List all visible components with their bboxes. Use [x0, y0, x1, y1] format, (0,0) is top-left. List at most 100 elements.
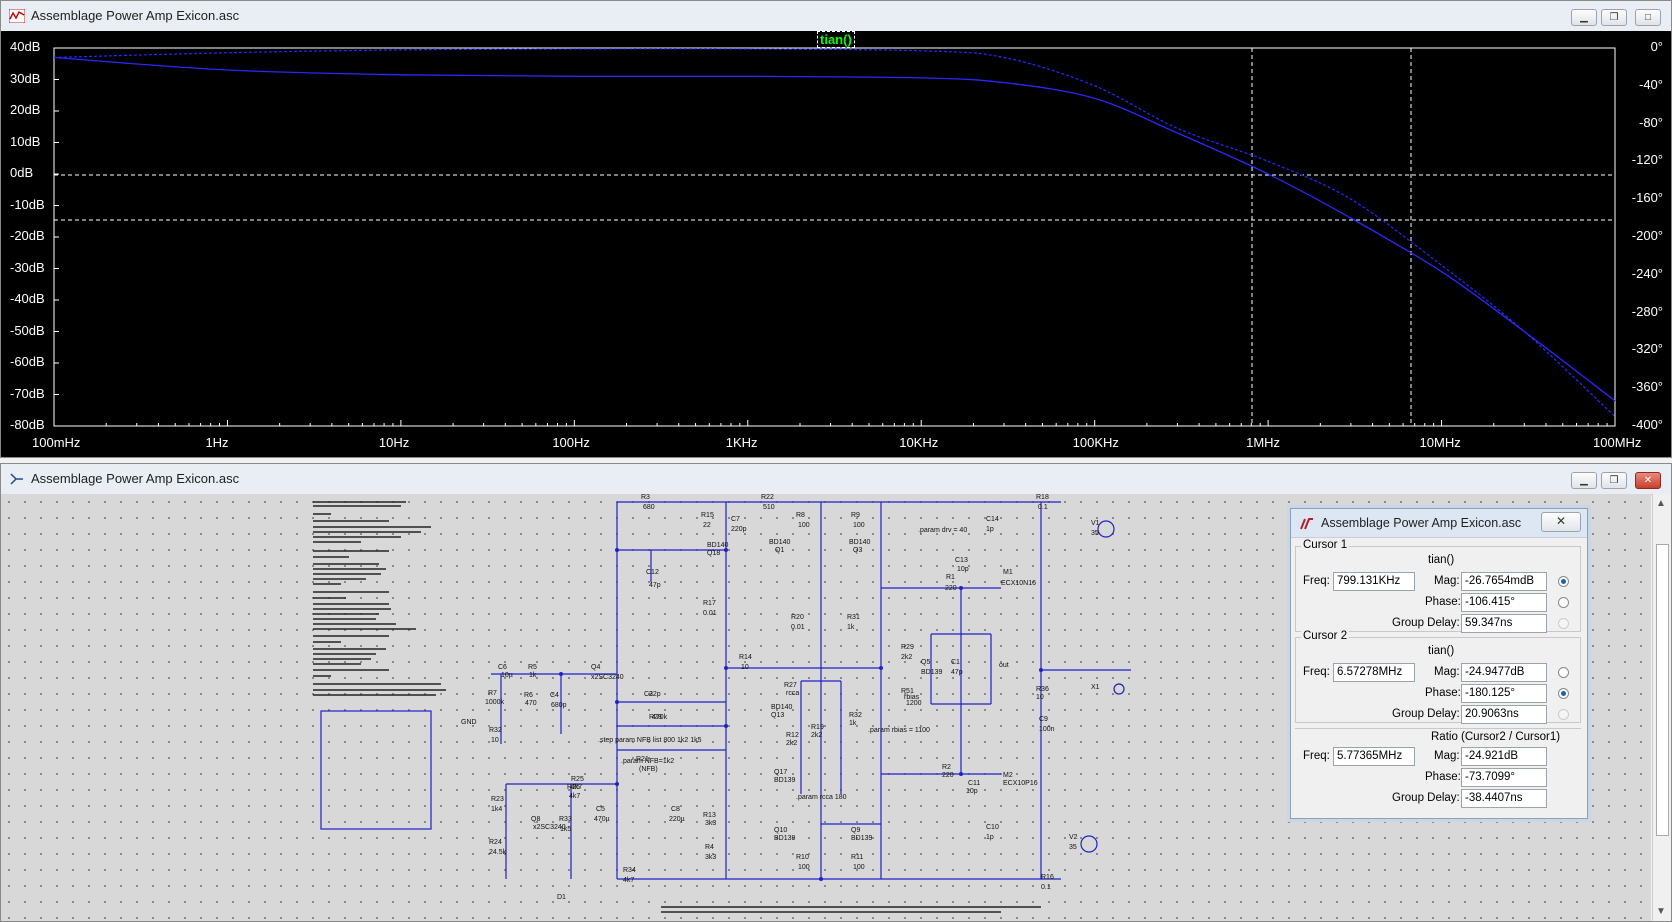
- component-label[interactable]: R29: [901, 644, 914, 651]
- component-label[interactable]: 3k3: [705, 820, 717, 827]
- close-button[interactable]: ✕: [1635, 472, 1661, 489]
- component-label[interactable]: R26: [567, 784, 580, 791]
- cursor1-gd-field[interactable]: 59.347ns: [1461, 614, 1547, 633]
- component-label[interactable]: R11: [851, 854, 864, 861]
- component-label[interactable]: ECX10N16: [1001, 580, 1037, 587]
- component-label[interactable]: 2k2: [786, 740, 798, 747]
- component-label[interactable]: BD140: [769, 539, 791, 546]
- component-label[interactable]: 4k7: [571, 784, 583, 791]
- restore-button[interactable]: ❐: [1601, 472, 1627, 489]
- component-label[interactable]: R6: [524, 692, 533, 699]
- cursor2-gd-radio[interactable]: [1558, 709, 1569, 720]
- component-label[interactable]: .param drv = 40: [918, 527, 968, 534]
- cursor1-mag-radio[interactable]: [1558, 576, 1569, 587]
- component-label[interactable]: Q9: [851, 827, 861, 834]
- scroll-up-icon[interactable]: ▲: [1656, 498, 1666, 509]
- component-label[interactable]: R9: [851, 512, 860, 519]
- component-label[interactable]: C9: [1039, 716, 1048, 723]
- schematic-scrollbar[interactable]: ▲ ▼: [1652, 494, 1671, 921]
- component-label[interactable]: R25: [571, 776, 584, 783]
- component-label[interactable]: 3k3: [705, 854, 717, 861]
- component-label[interactable]: R19: [811, 724, 824, 731]
- component-label[interactable]: 0.1: [1038, 504, 1048, 511]
- component-label[interactable]: C8: [671, 806, 680, 813]
- component-label[interactable]: BD140: [771, 704, 793, 711]
- component-label[interactable]: Q4: [591, 664, 601, 671]
- component-label[interactable]: V2: [1069, 834, 1078, 841]
- component-label[interactable]: BD140: [849, 539, 871, 546]
- component-label[interactable]: BD139: [921, 669, 943, 676]
- component-label[interactable]: R14: [739, 654, 752, 661]
- component-label[interactable]: BD139: [851, 835, 873, 842]
- scroll-thumb[interactable]: [1656, 544, 1669, 836]
- component-label[interactable]: Q8: [531, 816, 541, 823]
- maximize-button[interactable]: □: [1635, 9, 1661, 26]
- component-label[interactable]: x2SC3240: [533, 824, 566, 831]
- component-label[interactable]: R4: [705, 844, 714, 851]
- cursor2-phase-field[interactable]: -180.125°: [1461, 684, 1547, 703]
- cursor1-phase-field[interactable]: -106.415°: [1461, 593, 1547, 612]
- component-label[interactable]: 1p: [986, 526, 994, 533]
- component-label[interactable]: 0.01: [791, 624, 805, 631]
- component-label[interactable]: R17: [703, 600, 716, 607]
- component-label[interactable]: R20: [791, 614, 804, 621]
- component-label[interactable]: 1k: [847, 624, 855, 631]
- component-label[interactable]: R32: [489, 727, 502, 734]
- waveform-titlebar[interactable]: Assemblage Power Amp Exicon.asc ▁ ❐ □: [1, 1, 1671, 32]
- component-label[interactable]: R36: [1036, 686, 1049, 693]
- component-label[interactable]: (NFB): [639, 766, 658, 773]
- component-label[interactable]: R51: [901, 688, 914, 695]
- component-label[interactable]: .param rcca 180: [796, 794, 847, 801]
- component-label[interactable]: 35: [1069, 844, 1077, 851]
- component-label[interactable]: 10p: [957, 566, 969, 573]
- schematic-titlebar[interactable]: Assemblage Power Amp Exicon.asc ▁ ❐ ✕: [1, 464, 1671, 495]
- component-label[interactable]: 0.1: [1041, 884, 1051, 891]
- component-label[interactable]: 100: [853, 522, 865, 529]
- component-label[interactable]: 10: [1036, 694, 1044, 701]
- component-label[interactable]: R27: [784, 682, 797, 689]
- component-label[interactable]: 0.01: [703, 610, 717, 617]
- component-label[interactable]: C3: [644, 691, 653, 698]
- component-label[interactable]: 470µ: [594, 816, 610, 823]
- component-label[interactable]: 1200: [906, 700, 922, 707]
- component-label[interactable]: R8: [796, 512, 805, 519]
- component-label[interactable]: .step param NFB list 800 1k2 1k5: [598, 737, 702, 744]
- component-label[interactable]: C10: [986, 824, 999, 831]
- component-label[interactable]: Q18: [707, 550, 721, 557]
- component-label[interactable]: 470k: [652, 714, 668, 721]
- component-label[interactable]: C13: [955, 557, 968, 564]
- component-label[interactable]: C7: [731, 516, 740, 523]
- cursor1-gd-radio[interactable]: [1558, 618, 1569, 629]
- ratio-gd-field[interactable]: -38.4407ns: [1461, 789, 1547, 808]
- component-label[interactable]: 100: [798, 522, 810, 529]
- component-label[interactable]: 10: [741, 664, 749, 671]
- component-label[interactable]: 22: [703, 522, 711, 529]
- component-label[interactable]: R10: [796, 854, 809, 861]
- component-label[interactable]: R23: [491, 796, 504, 803]
- component-label[interactable]: 47p: [951, 669, 963, 676]
- component-label[interactable]: R16: [1041, 874, 1054, 881]
- component-label[interactable]: Q10: [774, 827, 788, 834]
- cursor2-phase-radio[interactable]: [1558, 688, 1569, 699]
- component-label[interactable]: Q1: [775, 547, 785, 554]
- component-label[interactable]: R34: [623, 867, 636, 874]
- component-label[interactable]: R31: [847, 614, 860, 621]
- component-label[interactable]: R7: [488, 690, 497, 697]
- component-label[interactable]: M1: [1003, 569, 1013, 576]
- component-label[interactable]: 510: [763, 504, 775, 511]
- component-label[interactable]: C6: [498, 664, 507, 671]
- component-label[interactable]: R1: [946, 574, 955, 581]
- component-label[interactable]: 1k5: [560, 826, 572, 833]
- component-label[interactable]: BD139: [774, 777, 796, 784]
- component-label[interactable]: Q13: [771, 712, 785, 719]
- component-label[interactable]: rbias: [904, 694, 920, 701]
- ratio-phase-field[interactable]: -73.7099°: [1461, 768, 1547, 787]
- component-label[interactable]: 680p: [551, 702, 567, 709]
- component-label[interactable]: 100: [798, 864, 810, 871]
- component-label[interactable]: 1k4: [491, 806, 503, 813]
- component-label[interactable]: 220µ: [669, 816, 685, 823]
- component-label[interactable]: C4: [550, 692, 559, 699]
- component-label[interactable]: .param rbias = 1100: [868, 727, 930, 734]
- cursor2-gd-field[interactable]: 20.9063ns: [1461, 705, 1547, 724]
- component-label[interactable]: 470: [525, 700, 537, 707]
